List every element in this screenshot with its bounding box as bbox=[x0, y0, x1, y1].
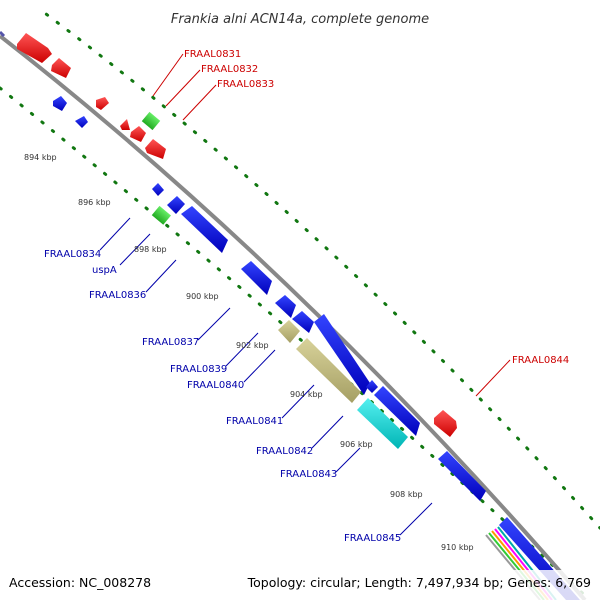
label-fraal0833[interactable]: FRAAL0833 bbox=[217, 79, 274, 90]
gene-frame-small-red[interactable] bbox=[96, 97, 109, 110]
gene-frame-fraal0840[interactable] bbox=[292, 311, 314, 333]
label-fraal0845[interactable]: FRAAL0845 bbox=[344, 533, 401, 544]
outer-dot-track bbox=[36, 6, 600, 530]
gene-frame-blue-1[interactable] bbox=[53, 96, 67, 111]
label-fraal0840[interactable]: FRAAL0840 bbox=[187, 380, 244, 391]
gene-frame-blue-3[interactable] bbox=[152, 183, 164, 196]
gene-frame-fraal0839[interactable] bbox=[275, 295, 296, 318]
gene-frame-uspa[interactable] bbox=[151, 205, 171, 225]
tick-894: 894 kbp bbox=[24, 153, 57, 162]
backbone-edge-mark bbox=[0, 30, 6, 38]
gene-frame-small-red-2[interactable] bbox=[120, 119, 130, 130]
gene-frame-fraal0831[interactable] bbox=[17, 33, 52, 63]
tick-902: 902 kbp bbox=[236, 341, 269, 350]
gene-frame-green-outer[interactable] bbox=[141, 111, 161, 131]
gene-frame-fraal0842[interactable] bbox=[296, 338, 361, 403]
tick-904: 904 kbp bbox=[290, 390, 323, 399]
gene-frame-fraal0834[interactable] bbox=[167, 196, 185, 214]
tick-898: 898 kbp bbox=[134, 245, 167, 254]
inner-gene-labels: FRAAL0834 uspA FRAAL0836 FRAAL0837 FRAAL… bbox=[44, 249, 401, 544]
gene-frame-fraal0836[interactable] bbox=[181, 206, 228, 253]
tick-910: 910 kbp bbox=[441, 543, 474, 552]
gene-frame-blue-2[interactable] bbox=[75, 116, 88, 128]
kbp-ticks: 894 kbp 896 kbp 898 kbp 900 kbp 902 kbp … bbox=[24, 153, 474, 552]
dot-tracks bbox=[0, 6, 600, 600]
gene-frame-fraal0843[interactable] bbox=[357, 398, 408, 449]
footer-band bbox=[0, 570, 600, 600]
genome-summary: Topology: circular; Length: 7,497,934 bp… bbox=[247, 575, 591, 590]
label-fraal0837[interactable]: FRAAL0837 bbox=[142, 337, 199, 348]
gene-frame-fraal0844[interactable] bbox=[434, 410, 457, 437]
outer-gene-labels: FRAAL0831 FRAAL0832 FRAAL0833 FRAAL0844 bbox=[184, 49, 569, 366]
gene-frame-blue-long[interactable] bbox=[314, 314, 370, 395]
gene-frame-fraal0845[interactable] bbox=[438, 451, 486, 501]
tick-900: 900 kbp bbox=[186, 292, 219, 301]
map-title: Frankia alni ACN14a, complete genome bbox=[171, 12, 429, 27]
leader-lines bbox=[99, 53, 511, 536]
tick-906: 906 kbp bbox=[340, 440, 373, 449]
tick-896: 896 kbp bbox=[78, 198, 111, 207]
inner-dot-track bbox=[0, 86, 592, 600]
label-fraal0841[interactable]: FRAAL0841 bbox=[226, 416, 283, 427]
label-fraal0836[interactable]: FRAAL0836 bbox=[89, 290, 146, 301]
label-fraal0842[interactable]: FRAAL0842 bbox=[256, 446, 313, 457]
gene-frame-blue-long-2[interactable] bbox=[374, 386, 420, 436]
tick-908: 908 kbp bbox=[390, 490, 423, 499]
genome-backbone bbox=[0, 34, 587, 600]
gene-frame-fraal0841[interactable] bbox=[278, 320, 300, 343]
label-fraal0831[interactable]: FRAAL0831 bbox=[184, 49, 241, 60]
gene-frame-fraal0832[interactable] bbox=[51, 58, 71, 78]
gene-frame-blue-tick[interactable] bbox=[366, 380, 378, 393]
label-fraal0832[interactable]: FRAAL0832 bbox=[201, 64, 258, 75]
gene-frame-red-pair[interactable] bbox=[130, 126, 146, 142]
label-uspa[interactable]: uspA bbox=[92, 265, 117, 276]
accession-text: Accession: NC_008278 bbox=[9, 575, 151, 590]
gene-frame-fraal0833[interactable] bbox=[145, 139, 166, 159]
gene-frame-fraal0837[interactable] bbox=[241, 261, 272, 295]
label-fraal0834[interactable]: FRAAL0834 bbox=[44, 249, 101, 260]
label-fraal0839[interactable]: FRAAL0839 bbox=[170, 364, 227, 375]
label-fraal0844[interactable]: FRAAL0844 bbox=[512, 355, 569, 366]
label-fraal0843[interactable]: FRAAL0843 bbox=[280, 469, 337, 480]
forward-strand-genes bbox=[17, 33, 457, 437]
